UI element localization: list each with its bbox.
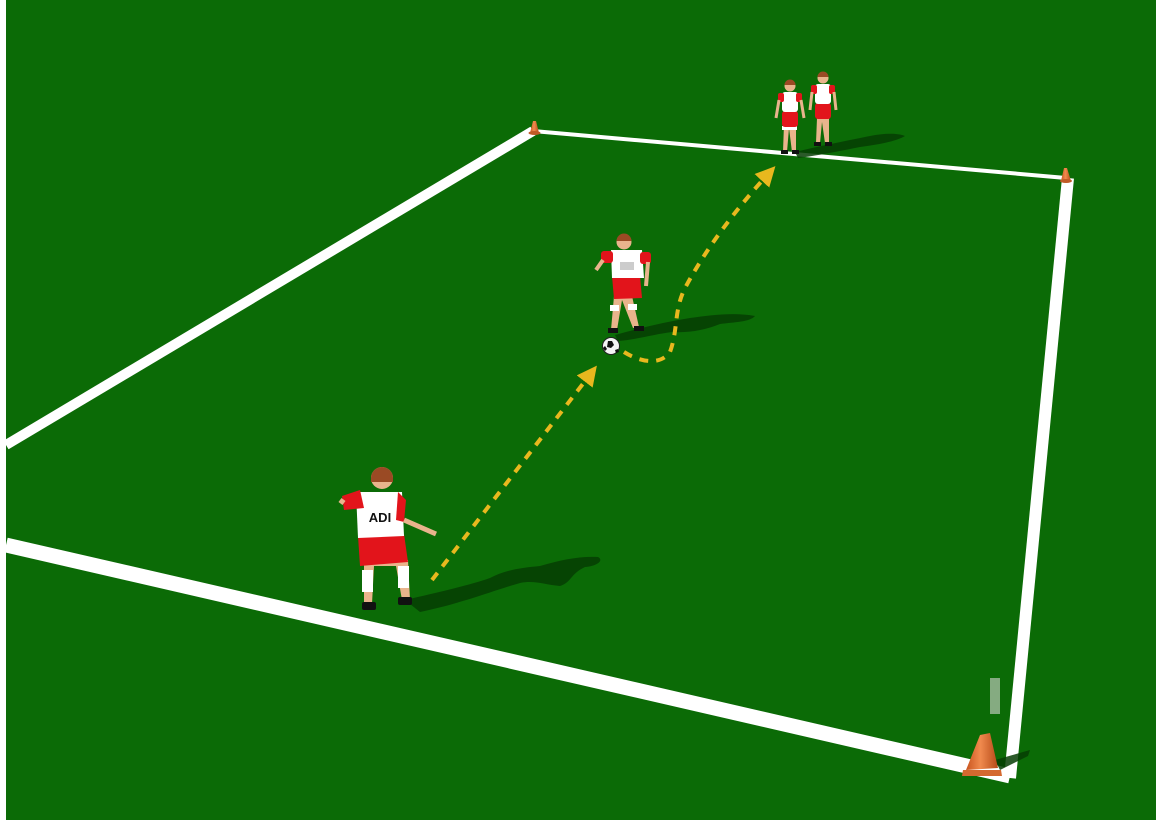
frame-strip <box>0 0 6 820</box>
jersey-text: ADI <box>369 510 391 525</box>
soccer-ball <box>603 338 620 355</box>
line-scuff <box>990 678 1000 714</box>
pitch-background <box>6 0 1156 820</box>
